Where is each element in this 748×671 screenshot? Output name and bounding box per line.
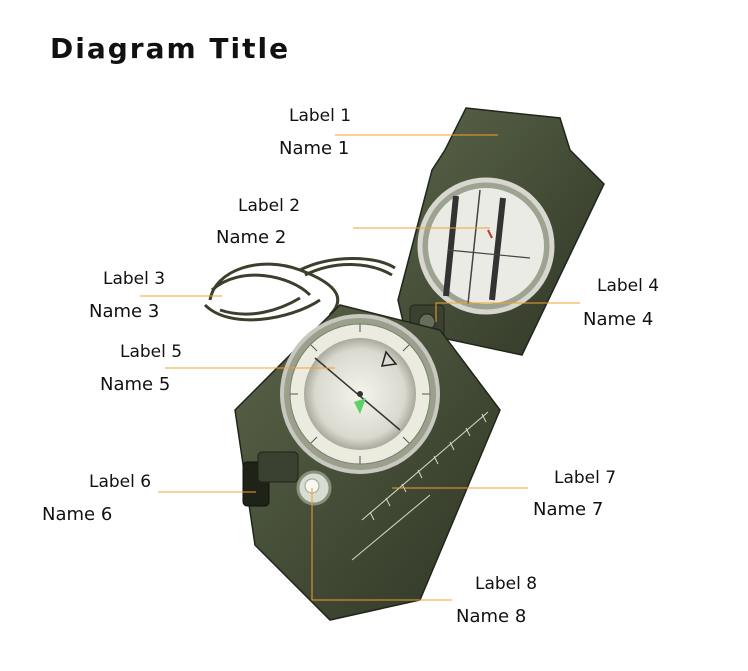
- label-cn-7: Label 7: [554, 468, 617, 488]
- label-en-8: Name 8: [456, 606, 527, 627]
- compass-cover: [397, 107, 605, 356]
- page-title: Diagram Title: [50, 32, 291, 65]
- label-cn-3: Label 3: [103, 269, 166, 289]
- label-en-2: Name 2: [216, 227, 287, 248]
- sighting-telescope: [242, 451, 299, 507]
- leader-line-4: [435, 302, 580, 322]
- label-en-6: Name 6: [42, 504, 113, 525]
- label-cn-6: Label 6: [89, 472, 152, 492]
- spirit-bubble: [296, 470, 332, 506]
- leader-line-8: [311, 488, 452, 601]
- label-en-7: Name 7: [533, 499, 604, 520]
- label-cn-4: Label 4: [597, 276, 660, 296]
- label-cn-5: Label 5: [120, 342, 183, 362]
- dial-plate: [280, 314, 440, 474]
- label-en-4: Name 4: [583, 309, 654, 330]
- leader-lines: [140, 134, 580, 601]
- lanyard: [203, 257, 396, 322]
- label-cn-1: Label 1: [289, 106, 352, 126]
- label-cn-8: Label 8: [475, 574, 538, 594]
- label-en-5: Name 5: [100, 374, 171, 395]
- label-en-1: Name 1: [279, 138, 350, 159]
- label-cn-2: Label 2: [238, 196, 301, 216]
- label-en-3: Name 3: [89, 301, 160, 322]
